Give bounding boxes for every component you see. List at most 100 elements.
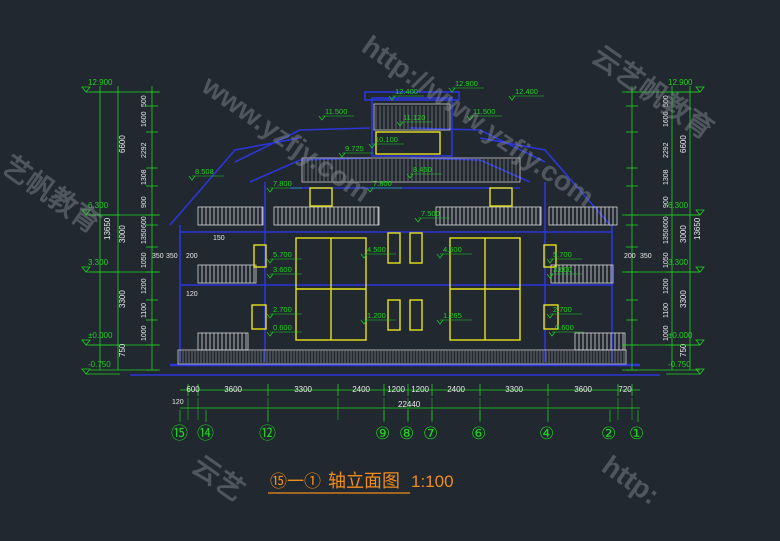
dim-left-outer: 3000 bbox=[118, 225, 127, 243]
roof-elevation-label: 9.725 bbox=[345, 144, 364, 153]
roof-elevation-tick bbox=[360, 253, 368, 259]
dim-right-total: 13650 bbox=[693, 217, 702, 240]
window-tower bbox=[375, 131, 441, 155]
elevation-right-triangle bbox=[695, 266, 705, 273]
roof-elevation-tick bbox=[388, 95, 396, 101]
roof-elevation-label: 12.900 bbox=[455, 79, 478, 88]
title-prefix: ⑮一① bbox=[270, 472, 321, 491]
dim-right-outer: 6600 bbox=[679, 135, 688, 153]
dim-left-inner: 1000 bbox=[141, 325, 148, 341]
roof-ridge-left bbox=[234, 127, 371, 163]
dim-right-inner: 1200 bbox=[663, 278, 670, 294]
dim-left-inner: 1050 bbox=[141, 252, 148, 268]
dim-right-inner: 600 bbox=[663, 216, 670, 228]
dim-left-inner: 500 bbox=[141, 95, 148, 107]
axis-bubble: ⑦ bbox=[423, 424, 438, 443]
roof-elevation-label: 11.120 bbox=[403, 113, 425, 122]
upper-balcony-left bbox=[197, 206, 264, 226]
building-outline bbox=[130, 91, 660, 376]
dim-left-inner: 1308 bbox=[141, 169, 148, 185]
dim-right-outer: 3000 bbox=[679, 225, 688, 243]
elevation-right-triangle bbox=[695, 209, 705, 216]
roof-elevation-tick bbox=[266, 313, 274, 319]
roof-elevation-label: 3.600 bbox=[553, 265, 572, 274]
horizontal-dim-label: 3600 bbox=[574, 385, 592, 394]
dim-left-inner: 600 bbox=[141, 216, 148, 228]
dim-right-inner: 2292 bbox=[663, 142, 670, 158]
dim-left-inner: 1100 bbox=[141, 303, 148, 318]
dim-left-inner: 900 bbox=[141, 196, 148, 208]
roof-elevation-tick bbox=[406, 173, 414, 179]
window-upper-left bbox=[309, 187, 333, 207]
dim-left-outer: 6600 bbox=[118, 135, 127, 153]
elevation-right-label: 3.300 bbox=[668, 258, 689, 267]
axis-bubble: ⑧ bbox=[399, 424, 414, 443]
elevation-left-triangle bbox=[81, 86, 91, 93]
roof-elevation-tick bbox=[448, 87, 456, 93]
low-balcony-right bbox=[574, 332, 626, 351]
roof-elevation-tick bbox=[266, 331, 274, 337]
dim-side-small: 350 bbox=[640, 253, 652, 260]
axis-bubble: ⑨ bbox=[375, 424, 390, 443]
roof-elevation-tick bbox=[338, 152, 346, 158]
roof-elevation-label: 11.500 bbox=[473, 107, 495, 116]
upper-roof-band bbox=[301, 157, 521, 183]
elevation-left-triangle bbox=[81, 368, 91, 375]
roof-elevation-label: 2.700 bbox=[553, 305, 572, 314]
elevation-left-label: 12.900 bbox=[88, 78, 113, 87]
dim-right-inner: 500 bbox=[663, 95, 670, 107]
window-small-left bbox=[253, 244, 267, 268]
dim-right-inner: 1000 bbox=[663, 325, 670, 341]
roof-hatching bbox=[177, 103, 627, 365]
roof-elevation-tick bbox=[368, 143, 376, 149]
roof-elevation-tick bbox=[466, 115, 474, 121]
roof-elevation-label: 5.700 bbox=[273, 250, 292, 259]
balcony-railings bbox=[197, 206, 626, 351]
window-small-right bbox=[543, 244, 557, 268]
elevation-right-triangle bbox=[695, 339, 705, 346]
horizontal-dim-label: 2400 bbox=[352, 385, 370, 394]
dim-left-inner: 2292 bbox=[141, 142, 148, 158]
roof-elevation-label: 5.700 bbox=[553, 250, 572, 259]
roof-elevation-label: 1.265 bbox=[443, 311, 462, 320]
dim-left-inner: 1200 bbox=[141, 278, 148, 294]
roof-elevation-label: 8.508 bbox=[195, 167, 214, 176]
roof-elevation-label: 12.400 bbox=[395, 87, 418, 96]
elevation-right-triangle bbox=[695, 368, 705, 375]
window-side-right bbox=[543, 304, 559, 330]
windows bbox=[251, 131, 559, 341]
dim-right-inner: 1600 bbox=[663, 111, 670, 127]
dim-left-outer: 3300 bbox=[118, 290, 127, 308]
elevation-right-label: 6.300 bbox=[668, 201, 689, 210]
dim-left-inner: 1350 bbox=[141, 228, 148, 244]
roof-elevation-label: 2.700 bbox=[273, 305, 292, 314]
horizontal-dim-label: 3300 bbox=[294, 385, 312, 394]
roof-elevation-tick bbox=[318, 115, 326, 121]
roof-elevation-tick bbox=[414, 217, 422, 223]
horizontal-dim-label: 3600 bbox=[224, 385, 242, 394]
roof-elevation-tick bbox=[188, 175, 196, 181]
window-side-left bbox=[251, 304, 267, 330]
roof-elevation-tick bbox=[546, 273, 554, 279]
axis-bubble: ⑮ bbox=[171, 424, 188, 443]
watermark-text-1: 艺帆教育 bbox=[0, 149, 107, 239]
dim-side-small: 150 bbox=[213, 235, 225, 242]
roof-elevation-tick bbox=[266, 258, 274, 264]
roof-elevation-label: 0.600 bbox=[273, 323, 292, 332]
dim-right-inner: 1100 bbox=[663, 303, 670, 318]
axis-bubble: ⑥ bbox=[471, 424, 486, 443]
dim-side-small: 350 bbox=[152, 253, 164, 260]
dim-side-small: 200 bbox=[186, 253, 198, 260]
low-balcony-left bbox=[197, 332, 249, 351]
window-center-top bbox=[387, 232, 401, 264]
roof-elevation-tick bbox=[508, 95, 516, 101]
dim-right-outer: 750 bbox=[679, 343, 688, 357]
roof-elevation-label: 4.500 bbox=[367, 245, 386, 254]
horizontal-dim-label: 720 bbox=[618, 385, 632, 394]
dim-right-inner: 1308 bbox=[663, 169, 670, 185]
elevation-left-label: ±0.000 bbox=[88, 331, 113, 340]
roof-ridge-right bbox=[409, 127, 546, 163]
elevation-left-label: 3.300 bbox=[88, 258, 109, 267]
